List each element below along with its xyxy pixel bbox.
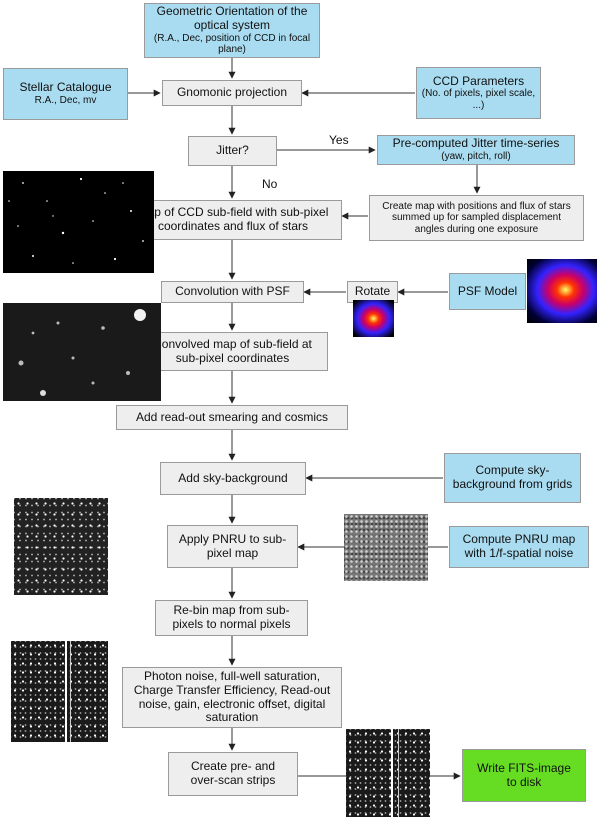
readout-smearing-box: Add read-out smearing and cosmics [116,405,348,430]
compute-pnru-label: Compute PNRU map with 1/f-spatial noise [462,532,576,560]
geometric-orientation-box: Geometric Orientation of the optical sys… [144,3,320,58]
convolved-starfield-image [3,303,161,401]
convolved-blobs [18,309,146,396]
rebin-label: Re-bin map from sub-pixels to normal pix… [172,603,291,631]
compute-pnru-box: Compute PNRU map with 1/f-spatial noise [449,526,589,568]
sky-label: Add sky-background [178,470,288,485]
rebinned-image [11,641,108,742]
create-map-label: Create map with positions and flux of st… [382,200,571,235]
write-fits-box: Write FITS-image to disk [462,749,586,802]
rotate-box: Rotate [347,281,398,303]
no-label: No [262,177,278,191]
pnru-result-image [14,498,108,595]
photon-label: Photon noise, full-well saturation, Char… [133,668,331,725]
rotate-label: Rotate [354,284,391,299]
map-ccd-subfield-box: Map of CCD sub-field with sub-pixel coor… [124,200,342,240]
stellar-catalogue-box: Stellar Catalogue R.A., Dec, mv [3,68,128,120]
compute-sky-box: Compute sky-background from grids [444,453,581,503]
apply-pnru-box: Apply PNRU to sub-pixel map [167,525,298,568]
overscan-label: Create pre- and over-scan strips [190,759,276,787]
photon-noise-box: Photon noise, full-well saturation, Char… [122,667,342,728]
convolved-map-box: Convolved map of sub-field at sub-pixel … [137,332,328,371]
compute-sky-label: Compute sky-background from grids [452,463,573,491]
ccd-parameters-box: CCD Parameters (No. of pixels, pixel sca… [416,67,541,119]
convolution-label: Convolution with PSF [175,284,290,299]
stellar-title: Stellar Catalogue [19,80,112,95]
ccd-params-title: CCD Parameters [432,73,525,88]
jitter-decision-box: Jitter? [188,136,277,166]
pnru-noise-map-image [344,514,428,581]
ccd-params-subtitle: (No. of pixels, pixel scale, ...) [421,88,536,111]
pnru-label: Apply PNRU to sub-pixel map [178,531,287,560]
jitter-label: Jitter? [216,143,249,158]
overscan-result-image [346,729,430,817]
readout-label: Add read-out smearing and cosmics [135,409,329,424]
stellar-subtitle: R.A., Dec, mv [34,95,97,107]
map-ccd-label: Map of CCD sub-field with sub-pixel coor… [137,205,329,233]
convolution-psf-box: Convolution with PSF [161,281,304,303]
starfield-dots [8,177,144,264]
overscan-strips-box: Create pre- and over-scan strips [168,752,298,796]
psf-model-box: PSF Model [449,273,526,310]
yes-label: Yes [329,133,349,147]
jitter-series-title: Pre-computed Jitter time-series [392,136,560,151]
jitter-series-subtitle: (yaw, pitch, roll) [441,151,511,163]
sky-background-box: Add sky-background [160,462,306,495]
psf-model-label: PSF Model [457,283,518,298]
rebin-box: Re-bin map from sub-pixels to normal pix… [155,600,308,636]
psf-model-image [527,259,597,323]
fits-label: Write FITS-image to disk [477,760,571,789]
gnomonic-projection-box: Gnomonic projection [162,80,302,106]
rotated-psf-image [353,300,394,337]
geometric-subtitle: (R.A., Dec, position of CCD in focal pla… [153,32,311,56]
gnomonic-label: Gnomonic projection [176,85,288,100]
convolved-label: Convolved map of sub-field at sub-pixel … [153,336,312,365]
starfield-image [3,171,154,273]
jitter-series-box: Pre-computed Jitter time-series (yaw, pi… [377,135,575,165]
geometric-title: Geometric Orientation of the optical sys… [156,4,308,32]
create-map-box: Create map with positions and flux of st… [369,195,584,241]
